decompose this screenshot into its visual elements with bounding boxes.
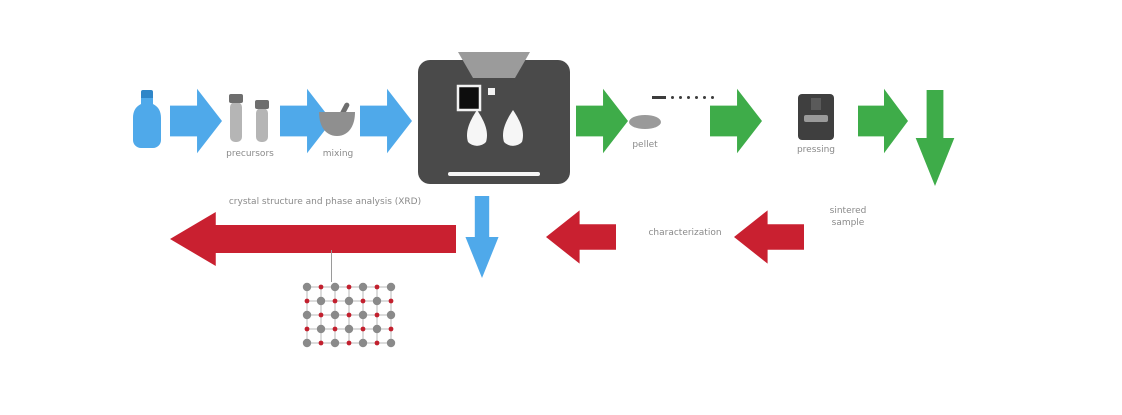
arrow-left-red-big: [170, 212, 456, 266]
dash-marker: [652, 96, 666, 99]
sample-label-line1: sintered: [829, 206, 867, 216]
sample-label: sintered sample: [812, 206, 884, 229]
furnace-knob: [488, 88, 495, 95]
arrow-right-blue-3: [360, 88, 412, 154]
vial-icons: [227, 94, 271, 144]
arrow-down-blue: [465, 196, 499, 278]
furnace-vent: [458, 52, 530, 78]
arrow-right-blue-1: [170, 88, 222, 154]
pellet-label: pellet: [632, 140, 658, 150]
mortar-icon: [316, 102, 358, 142]
furnace-display: [456, 84, 482, 112]
vial-icon: [229, 94, 243, 142]
mixing-label: mixing: [322, 149, 354, 159]
arrow-right-green-2: [710, 88, 762, 154]
pellet-icon: [628, 114, 662, 134]
arrow-right-green-3: [858, 88, 908, 154]
analysis-label: crystal structure and phase analysis (XR…: [228, 197, 422, 207]
furnace-base: [448, 172, 540, 176]
characterization-label: characterization: [648, 228, 722, 238]
arrow-down-green: [915, 90, 955, 186]
furnace-icon: [418, 52, 570, 194]
lattice-callout-line: [331, 250, 332, 282]
crystal-lattice: [300, 280, 398, 354]
bottle-icon: [130, 90, 164, 152]
vial-icon: [255, 100, 269, 142]
sample-label-line2: sample: [831, 217, 865, 228]
heating-profile-marker: [652, 96, 714, 99]
press-icon: [796, 94, 836, 144]
precursors-label: precursors: [226, 149, 274, 159]
flame-icon: [467, 110, 487, 146]
arrow-left-red-1: [734, 210, 804, 264]
flame-icon: [503, 110, 523, 146]
pressing-label: pressing: [796, 145, 836, 155]
arrow-left-red-2: [546, 210, 616, 264]
